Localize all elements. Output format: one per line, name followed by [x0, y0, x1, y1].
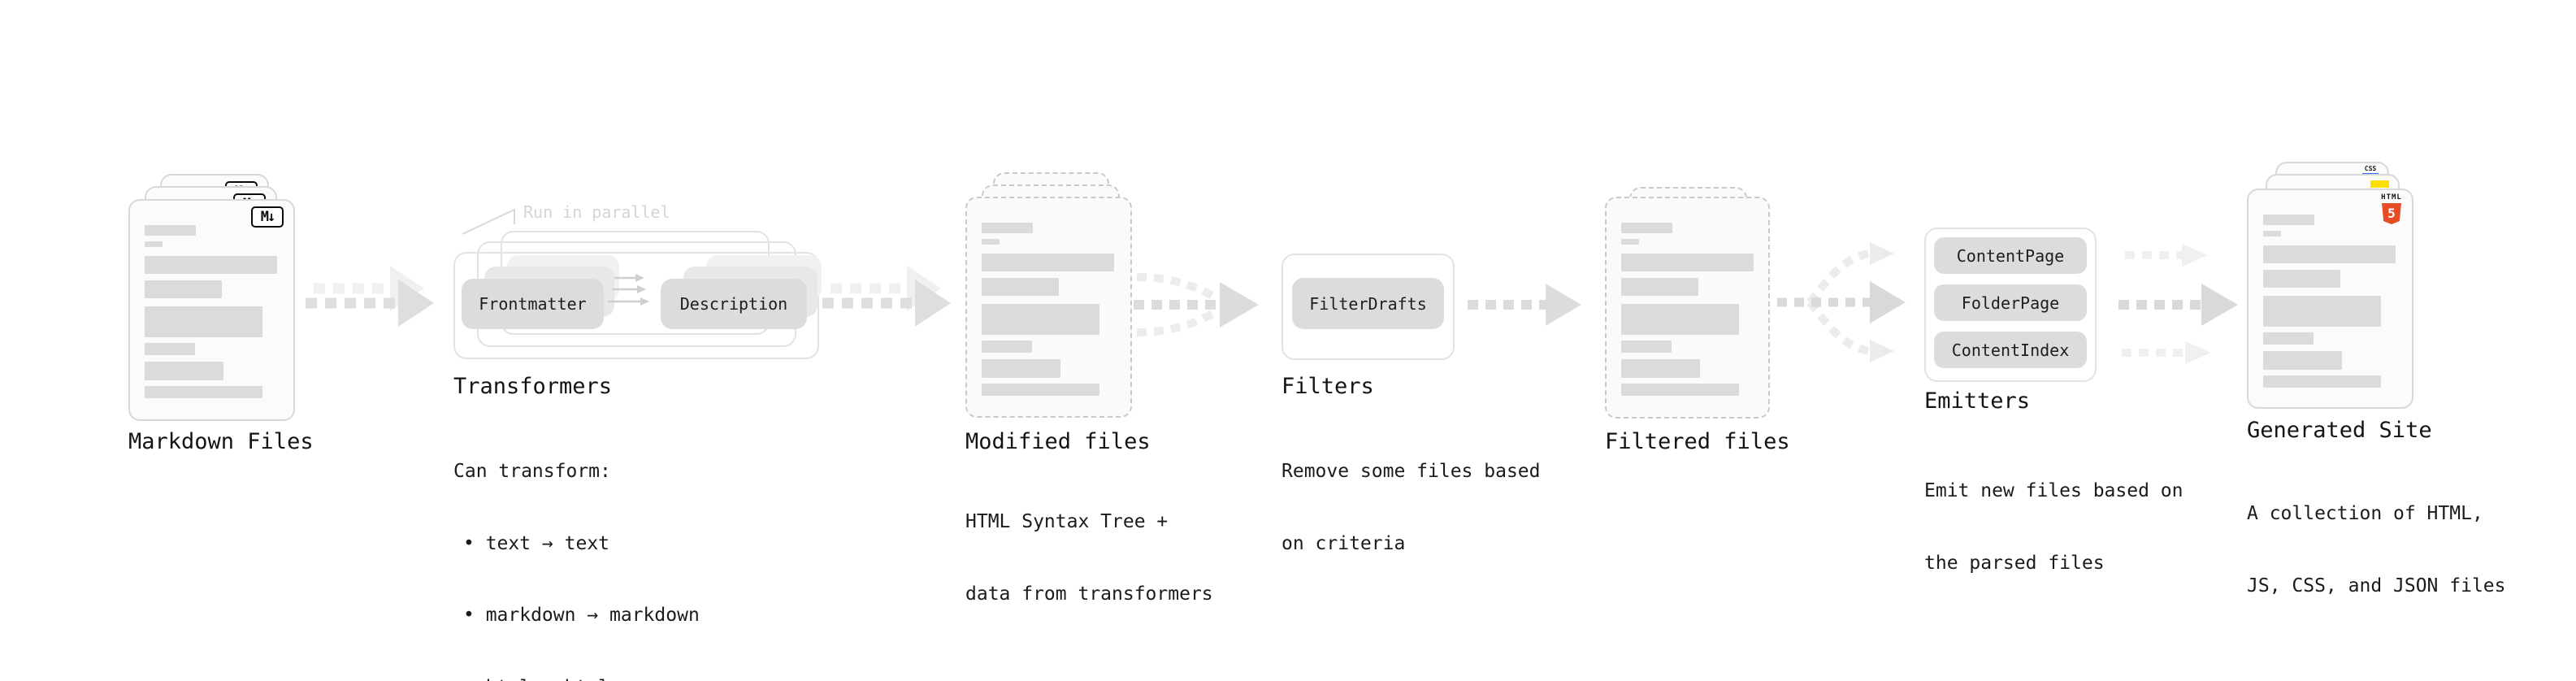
placeholder-bar	[982, 223, 1033, 233]
placeholder-bar	[982, 254, 1114, 271]
html5-icon-shield: 5	[2382, 203, 2401, 224]
caption-bullet: • html → html	[453, 676, 700, 681]
modified-files-caption: HTML Syntax Tree + data from transformer…	[965, 462, 1213, 654]
placeholder-bar	[145, 343, 195, 355]
modified-file-card-front	[965, 197, 1132, 418]
frontmatter-pill: Frontmatter	[462, 279, 604, 329]
emitters-caption: Emit new files based on the parsed files	[1924, 432, 2184, 623]
html5-icon: HTML 5	[2380, 194, 2403, 224]
markdown-icon: M↓	[251, 206, 284, 228]
flow-arrow-converge-to-filters	[1134, 273, 1259, 336]
placeholder-bar	[982, 384, 1099, 396]
flow-arrow-markdown-to-transformers	[306, 266, 434, 327]
placeholder-bar	[982, 278, 1059, 296]
run-in-parallel-annotation: Run in parallel	[523, 202, 670, 222]
stage-label-filters: Filters	[1281, 374, 1374, 399]
flow-arrows-emitters-to-site	[2118, 244, 2238, 364]
placeholder-bar	[145, 386, 262, 398]
file-content-placeholder	[145, 225, 277, 398]
transformer-frame-front	[453, 252, 819, 359]
placeholder-bar	[1621, 384, 1739, 396]
placeholder-bar	[1621, 359, 1700, 378]
placeholder-bar	[2263, 375, 2381, 388]
stage-label-transformers: Transformers	[453, 374, 613, 399]
transformers-caption: Can transform: • text → text • markdown …	[453, 412, 700, 681]
filtered-file-card-front	[1605, 197, 1770, 419]
placeholder-bar	[1621, 254, 1754, 271]
placeholder-bar	[145, 256, 277, 274]
placeholder-bar	[2263, 231, 2281, 236]
placeholder-bar	[982, 340, 1032, 353]
generated-site-caption: A collection of HTML, JS, CSS, and JSON …	[2247, 454, 2506, 646]
caption-line: HTML Syntax Tree +	[965, 511, 1169, 532]
stage-label-modified-files: Modified files	[965, 429, 1151, 454]
folderpage-pill: FolderPage	[1934, 284, 2087, 321]
file-content-placeholder	[982, 223, 1114, 396]
caption-line: A collection of HTML,	[2247, 503, 2483, 524]
placeholder-bar	[1621, 223, 1672, 233]
contentindex-pill: ContentIndex	[1934, 332, 2087, 368]
placeholder-bar	[1621, 278, 1698, 296]
flow-arrow-filters-to-filtered	[1468, 284, 1581, 326]
placeholder-bar	[982, 304, 1099, 335]
filters-frame	[1281, 254, 1455, 360]
placeholder-bar	[982, 239, 1000, 245]
caption-bullet: • text → text	[463, 532, 610, 554]
caption-line: on criteria	[1281, 532, 1406, 554]
placeholder-bar	[2263, 215, 2314, 225]
contentpage-pill: ContentPage	[1934, 237, 2087, 274]
placeholder-bar	[145, 241, 163, 247]
caption-line: the parsed files	[1924, 552, 2105, 574]
caption-heading: Can transform:	[453, 461, 611, 482]
filters-caption: Remove some files based on criteria	[1281, 412, 1541, 604]
stage-label-markdown-files: Markdown Files	[128, 429, 314, 454]
caption-line: data from transformers	[965, 583, 1213, 605]
stage-label-filtered-files: Filtered files	[1605, 429, 1790, 454]
stage-label-generated-site: Generated Site	[2247, 418, 2432, 443]
placeholder-bar	[1621, 304, 1739, 335]
annotation-leader-line	[462, 208, 515, 235]
placeholder-bar	[2263, 270, 2340, 288]
caption-bullet: • markdown → markdown	[463, 605, 700, 626]
placeholder-bar	[145, 362, 223, 380]
html5-icon-number: 5	[2387, 206, 2396, 221]
placeholder-bar	[145, 280, 222, 298]
file-content-placeholder	[2263, 215, 2396, 388]
file-content-placeholder	[1621, 223, 1754, 396]
caption-line: Emit new files based on	[1924, 480, 2184, 501]
description-pill: Description	[661, 279, 807, 329]
placeholder-bar	[2263, 296, 2381, 327]
caption-line: Remove some files based	[1281, 461, 1541, 482]
css-icon-label: CSS	[2364, 165, 2377, 172]
placeholder-bar	[145, 306, 262, 337]
placeholder-bar	[982, 359, 1060, 378]
stage-label-emitters: Emitters	[1924, 388, 2031, 414]
filterdrafts-pill: FilterDrafts	[1292, 278, 1444, 329]
site-file-card-html: HTML 5	[2247, 189, 2413, 409]
placeholder-bar	[2263, 332, 2314, 345]
placeholder-bar	[2263, 245, 2396, 263]
placeholder-bar	[145, 225, 196, 236]
js-file-icon	[2370, 180, 2389, 188]
caption-line: JS, CSS, and JSON files	[2247, 575, 2506, 596]
placeholder-bar	[1621, 340, 1672, 353]
emitters-frame	[1924, 228, 2097, 382]
flow-arrow-transformers-to-modified	[822, 266, 951, 327]
placeholder-bar	[2263, 351, 2342, 370]
flow-arrow-diverge-to-emitters	[1777, 242, 1906, 362]
placeholder-bar	[1621, 239, 1639, 245]
parallel-arrows-icon	[608, 274, 649, 306]
markdown-file-card-front: M↓	[128, 199, 295, 421]
html5-icon-word: HTML	[2381, 193, 2402, 202]
